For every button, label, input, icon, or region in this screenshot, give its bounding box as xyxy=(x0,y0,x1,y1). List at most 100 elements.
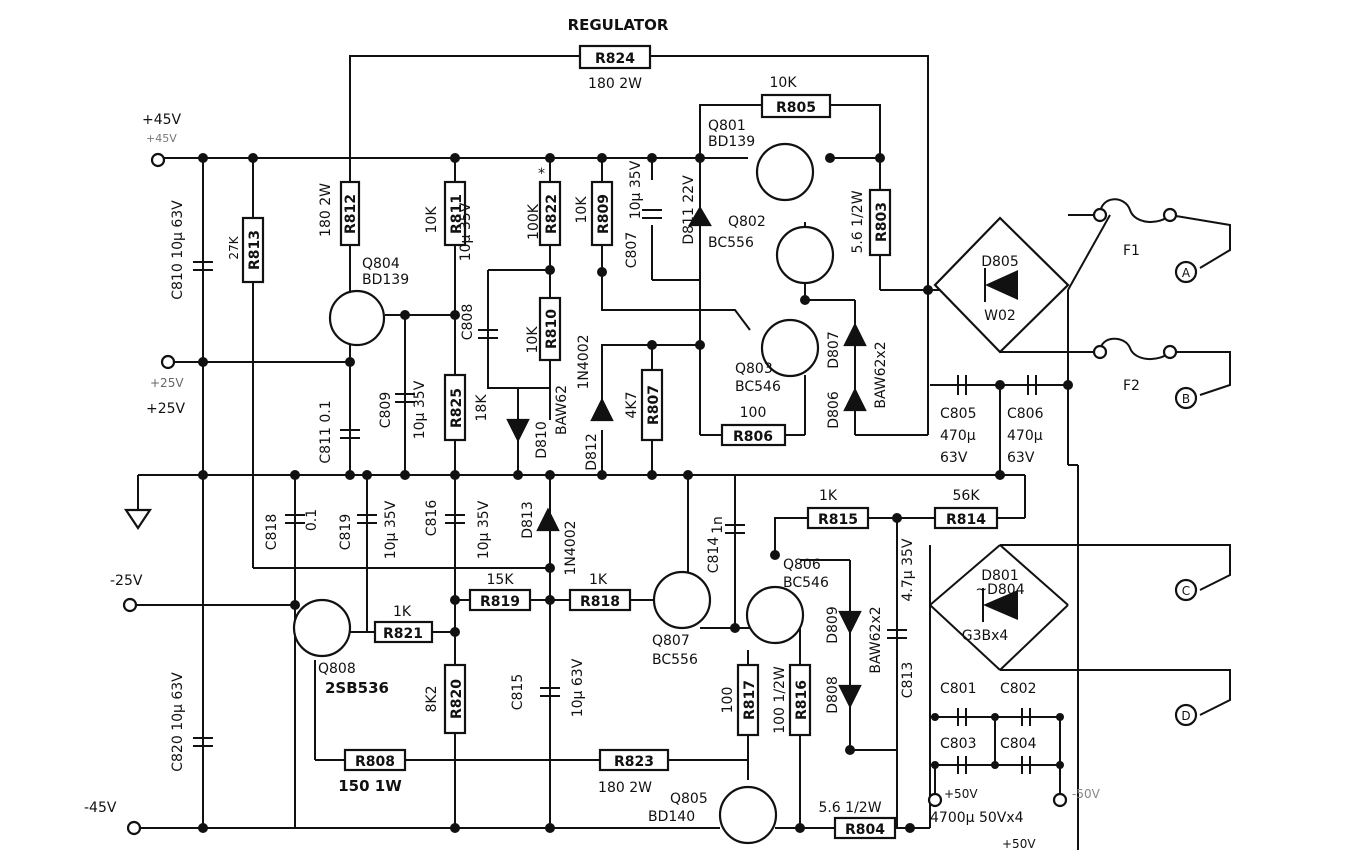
cap-c808-label: C808 xyxy=(460,304,476,341)
svg-text:BD140: BD140 xyxy=(648,809,695,825)
svg-text:R805: R805 xyxy=(776,100,816,116)
cap-c803-label: C803 xyxy=(940,736,977,752)
cap-c801-label: C801 xyxy=(940,681,977,697)
svg-text:D808: D808 xyxy=(825,676,841,714)
svg-text:R823: R823 xyxy=(614,754,654,770)
svg-text:1N4002: 1N4002 xyxy=(576,334,592,389)
svg-text:0.1: 0.1 xyxy=(304,509,320,531)
svg-text:56K: 56K xyxy=(953,488,981,504)
resistor-r808 xyxy=(343,748,407,772)
svg-text:R804: R804 xyxy=(845,822,885,838)
svg-text:B: B xyxy=(1182,392,1190,406)
cap-c818-label: C818 xyxy=(264,514,280,551)
svg-text:R815: R815 xyxy=(818,512,858,528)
junctions xyxy=(198,153,1073,833)
cap-c813-label: C813 xyxy=(900,662,916,699)
cap-c815-label: C815 xyxy=(510,674,526,711)
svg-text:R822: R822 xyxy=(544,194,560,234)
svg-text:D801: D801 xyxy=(981,568,1019,584)
svg-text:W02: W02 xyxy=(984,308,1016,324)
cap-c819-label: C819 xyxy=(338,514,354,551)
svg-text:BC556: BC556 xyxy=(652,652,698,668)
diode-d810 xyxy=(506,418,530,443)
cap-c811-label: C811 0.1 xyxy=(318,400,334,463)
svg-text:F1: F1 xyxy=(1123,243,1140,259)
diode-d812 xyxy=(590,397,614,422)
svg-text:1K: 1K xyxy=(819,488,838,504)
capacitors: C810 10μ 63V C811 0.1 C809 10μ 35V C808 … xyxy=(170,160,1044,826)
svg-text:A: A xyxy=(1182,266,1191,280)
resistor-r805 xyxy=(760,93,832,119)
resistor-r813 xyxy=(241,216,265,284)
terminal-b xyxy=(1174,386,1198,410)
diode-d806 xyxy=(843,387,867,412)
svg-text:18K: 18K xyxy=(474,394,490,422)
svg-text:BC546: BC546 xyxy=(783,575,829,591)
resistor-r819 xyxy=(468,588,532,612)
resistor-r820 xyxy=(443,663,467,735)
svg-text:Q801: Q801 xyxy=(708,118,746,134)
diode-d813 xyxy=(536,507,560,532)
svg-text:15K: 15K xyxy=(487,572,515,588)
cap-c814-label: C814 xyxy=(706,537,722,574)
svg-text:Q805: Q805 xyxy=(670,791,708,807)
cap-c807-label: C807 xyxy=(624,232,640,269)
svg-text:G3Bx4: G3Bx4 xyxy=(962,628,1009,644)
svg-text:150 1W: 150 1W xyxy=(338,777,402,795)
resistor-r816 xyxy=(788,663,812,737)
cap-c810-label: C810 10μ 63V xyxy=(170,200,186,300)
wiring xyxy=(130,55,1231,850)
svg-text:10μ 35V: 10μ 35V xyxy=(458,202,474,261)
cap-c809-label: C809 xyxy=(378,392,394,429)
svg-text:2SB536: 2SB536 xyxy=(325,679,389,697)
terminal-c xyxy=(1174,578,1198,602)
transistors: Q804 BD139 Q801 BD139 Q802 BC556 Q803 BC… xyxy=(292,118,835,845)
fuses: F1 F2 xyxy=(1092,198,1178,394)
svg-text:Q808: Q808 xyxy=(318,661,356,677)
resistor-r806 xyxy=(720,423,787,447)
svg-text:R816: R816 xyxy=(794,680,810,720)
svg-text:D805: D805 xyxy=(981,254,1019,270)
rail-p45-label: +45V xyxy=(142,112,182,128)
rail-n25-label: -25V xyxy=(110,573,143,589)
resistor-r823 xyxy=(598,748,670,772)
rail-p45-sublabel: +45V xyxy=(146,132,177,145)
resistors: R824 180 2W R805 10K R806 100 R815 1K R8… xyxy=(227,44,999,840)
svg-text:R821: R821 xyxy=(383,626,423,642)
svg-text:Q802: Q802 xyxy=(728,214,766,230)
resistor-r812 xyxy=(339,180,361,247)
output-terminals: A B C D xyxy=(1174,260,1198,727)
svg-text:8K2: 8K2 xyxy=(424,686,440,713)
diode-d809 xyxy=(838,610,862,635)
cap-c802-label: C802 xyxy=(1000,681,1037,697)
svg-text:4.7μ 35V: 4.7μ 35V xyxy=(900,538,916,601)
rail-p50-label: +50V xyxy=(944,787,978,801)
svg-text:R818: R818 xyxy=(580,594,620,610)
transistor-q807 xyxy=(652,570,712,630)
fuse-f2-icon xyxy=(1099,337,1171,360)
resistor-r804 xyxy=(833,816,897,840)
svg-text:10μ 35V: 10μ 35V xyxy=(628,160,644,219)
diodes: D811 22V D810 BAW62 D812 1N4002 D813 1N4… xyxy=(506,175,1070,714)
svg-text:R810: R810 xyxy=(544,309,560,349)
svg-text:D813: D813 xyxy=(520,501,536,539)
svg-text:R820: R820 xyxy=(449,679,465,719)
svg-text:R803: R803 xyxy=(874,202,890,242)
svg-text:D806: D806 xyxy=(826,391,842,429)
diode-d811 xyxy=(688,205,712,227)
resistor-r815 xyxy=(806,506,870,530)
svg-text:1N4002: 1N4002 xyxy=(563,520,579,575)
svg-text:Q804: Q804 xyxy=(362,256,400,272)
svg-text:Q806: Q806 xyxy=(783,557,821,573)
svg-text:10K: 10K xyxy=(424,206,440,234)
transistor-q804 xyxy=(328,289,386,347)
resistor-r824 xyxy=(578,44,652,70)
resistor-r817 xyxy=(736,663,760,737)
diode-d808 xyxy=(838,684,862,709)
svg-text:~D804: ~D804 xyxy=(975,582,1024,598)
svg-text:R813: R813 xyxy=(247,230,263,270)
resistor-r825 xyxy=(443,373,467,442)
svg-text:BAW62x2: BAW62x2 xyxy=(873,341,889,408)
rail-p25-sublabel: +25V xyxy=(150,376,184,390)
